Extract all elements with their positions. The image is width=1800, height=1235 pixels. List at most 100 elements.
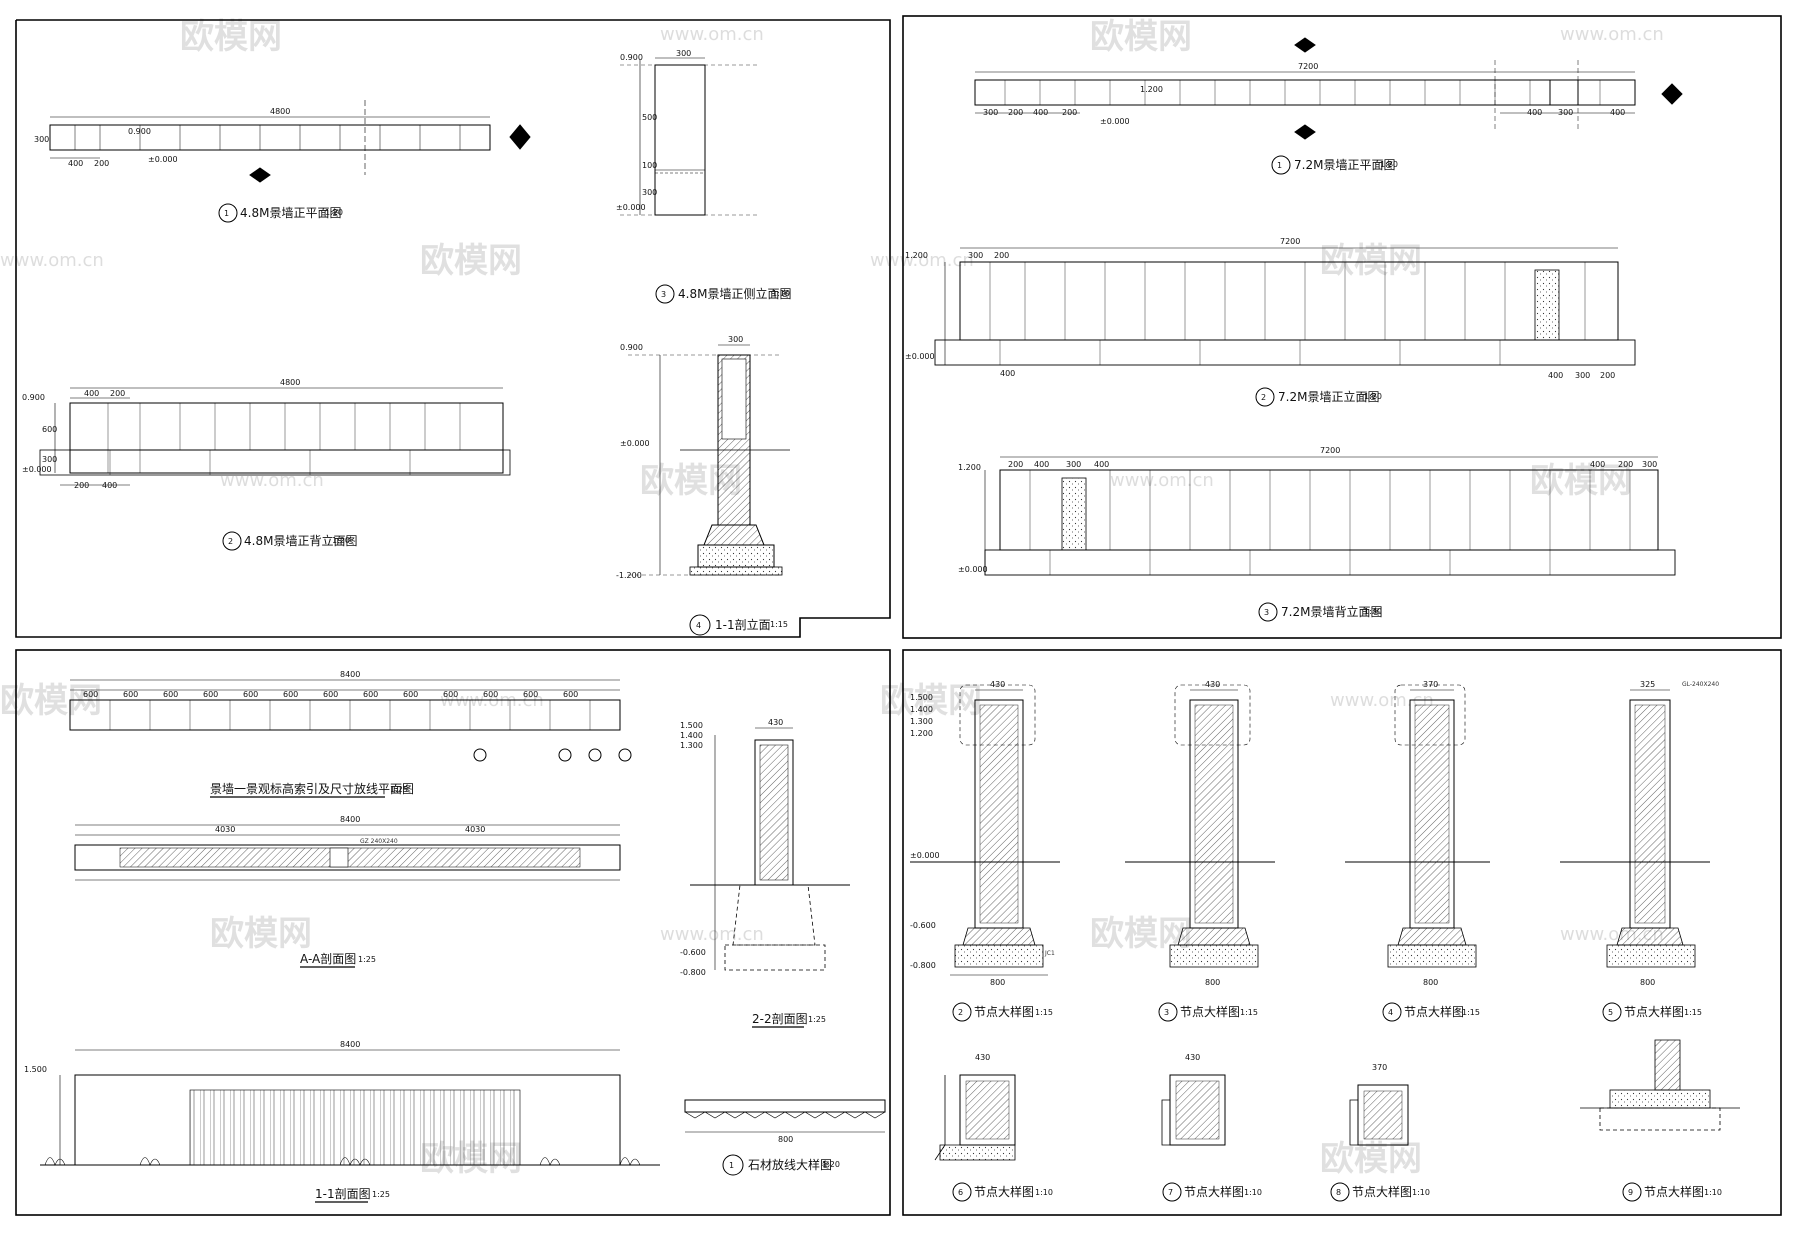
svg-text:430: 430	[990, 680, 1005, 689]
watermark-url: www.om.cn	[1330, 690, 1434, 711]
svg-text:2: 2	[228, 537, 233, 546]
svg-text:600: 600	[283, 690, 298, 699]
p2-plan-view	[974, 37, 1683, 140]
svg-text:1:10: 1:10	[1704, 1188, 1722, 1197]
p3-plan-title-block: 景墙一景观标高索引及尺寸放线平面图 1:25	[210, 781, 414, 798]
svg-text:200: 200	[994, 251, 1009, 260]
p4-detail-4-title: 节点大样图	[1404, 1004, 1464, 1019]
p1-front-joints	[107, 403, 461, 475]
svg-text:400: 400	[1094, 460, 1109, 469]
p3-stone-detail	[684, 1099, 886, 1133]
p3-22-title-block: 2-2剖面图 1:25	[752, 1012, 826, 1028]
svg-text:1: 1	[729, 1161, 734, 1170]
svg-text:4: 4	[696, 621, 701, 630]
p3-stone-title-block: 1 石材放线大样图 1:20	[722, 1154, 840, 1176]
p2-plan-length: 7200	[1298, 62, 1318, 71]
svg-text:370: 370	[1423, 680, 1438, 689]
p3-aa-section	[74, 824, 621, 881]
svg-text:600: 600	[523, 690, 538, 699]
svg-text:600: 600	[483, 690, 498, 699]
p1-front-h1: 600	[42, 425, 57, 434]
svg-text:300: 300	[1066, 460, 1081, 469]
p1-plan-lv2: ±0.000	[148, 155, 178, 164]
svg-text:2: 2	[1261, 393, 1266, 402]
svg-text:600: 600	[123, 690, 138, 699]
svg-text:300: 300	[1642, 460, 1657, 469]
svg-text:7: 7	[1168, 1188, 1173, 1197]
svg-text:600: 600	[403, 690, 418, 699]
p2-back-scale: 1:30	[1364, 607, 1382, 616]
svg-text:4: 4	[1388, 1008, 1393, 1017]
svg-text:600: 600	[363, 690, 378, 699]
p2-plan-lv2: ±0.000	[1100, 117, 1130, 126]
p1-side-h1: 500	[642, 113, 657, 122]
svg-text:6: 6	[958, 1188, 963, 1197]
svg-text:200: 200	[1008, 460, 1023, 469]
p4-detail-9: 9 节点大样图 1:10	[1580, 1039, 1740, 1202]
p3-11-title-block: 1-1剖面图 1:25	[315, 1187, 390, 1203]
svg-text:800: 800	[1423, 978, 1438, 987]
panel-frame-2	[902, 15, 1782, 639]
p3-aa-gl: GZ 240X240	[360, 838, 398, 845]
p2-back-dims: 200 400 300 400 400 200 300	[1008, 460, 1657, 469]
p2-front-lv2: ±0.000	[905, 352, 935, 361]
svg-text:1.400: 1.400	[910, 705, 933, 714]
svg-text:400: 400	[1033, 108, 1048, 117]
svg-text:800: 800	[1640, 978, 1655, 987]
watermark-url: www.om.cn	[1110, 470, 1214, 491]
panel-frame-3	[15, 649, 891, 1216]
p2-plan-title-block: 1 7.2M景墙正平面图 1:20	[1271, 155, 1398, 175]
p2-back-elevation	[984, 456, 1676, 576]
p2-front-dims: 300 200 400 400 300 200	[968, 251, 1615, 380]
svg-text:430: 430	[1185, 1053, 1200, 1062]
svg-text:3: 3	[661, 290, 666, 299]
p1-side-scale: 1:10	[772, 289, 790, 298]
p1-plan-d1: 400	[68, 159, 83, 168]
watermark-url: www.om.cn	[0, 250, 104, 271]
watermark-brand-group: 欧模网 欧模网 欧模网 欧模网 欧模网 欧模网 欧模网 欧模网 欧模网 欧模网 …	[0, 17, 1632, 1179]
svg-text:600: 600	[243, 690, 258, 699]
svg-text:1:15: 1:15	[1035, 1008, 1053, 1017]
svg-text:800: 800	[990, 978, 1005, 987]
p4-detail-9-title: 节点大样图	[1644, 1184, 1704, 1199]
watermark-brand: 欧模网	[1530, 461, 1632, 501]
svg-text:200: 200	[1062, 108, 1077, 117]
watermark-brand: 欧模网	[1320, 1139, 1422, 1179]
svg-text:300: 300	[983, 108, 998, 117]
panel-2: 7200 1.200 ±0.000 300 200 400 200 400 30…	[905, 37, 1683, 622]
p3-aa-scale: 1:25	[358, 955, 376, 964]
p3-aa-half-right: 4030	[465, 825, 485, 834]
p4-gl-label: GL-240X240	[1682, 681, 1719, 688]
p3-22-title: 2-2剖面图	[752, 1012, 808, 1026]
p3-stone-scale: 1:20	[822, 1160, 840, 1169]
watermark-brand: 欧模网	[1320, 241, 1422, 281]
svg-text:1.300: 1.300	[910, 717, 933, 726]
svg-text:400: 400	[1000, 369, 1015, 378]
svg-text:1:10: 1:10	[1244, 1188, 1262, 1197]
svg-text:200: 200	[1618, 460, 1633, 469]
p3-11-shrubs	[44, 1157, 641, 1166]
watermark-url: www.om.cn	[660, 24, 764, 45]
watermark-url: www.om.cn	[1560, 24, 1664, 45]
p3-11-length: 8400	[340, 1040, 360, 1049]
p1-sect-title: 1-1剖立面	[715, 617, 771, 632]
p1-sect-w: 300	[728, 335, 743, 344]
p1-front-title: 4.8M景墙正背立面图	[244, 533, 357, 548]
p3-plan-scale: 1:25	[390, 785, 408, 794]
p2-back-joints	[1029, 470, 1631, 575]
p1-front-title-block: 2 4.8M景墙正背立面图 1:20	[222, 531, 357, 551]
p3-plan-module-dims: 600 600 600 600 600 600 600 600 600 600 …	[83, 690, 578, 699]
svg-text:2: 2	[958, 1008, 963, 1017]
panel-frame-4	[902, 649, 1782, 1216]
p2-back-lv2: ±0.000	[958, 565, 988, 574]
p2-back-lv1: 1.200	[958, 463, 981, 472]
svg-text:200: 200	[1008, 108, 1023, 117]
p3-11-lv: 1.500	[24, 1065, 47, 1074]
p1-front-lv2: ±0.000	[22, 465, 52, 474]
p2-front-title-block: 2 7.2M景墙正立面图 1:20	[1255, 387, 1382, 407]
p1-sect-scale: 1:15	[770, 620, 788, 629]
p1-side-lv1: 0.900	[620, 53, 643, 62]
p1-sect-lv3: -1.200	[616, 571, 642, 580]
svg-text:600: 600	[443, 690, 458, 699]
